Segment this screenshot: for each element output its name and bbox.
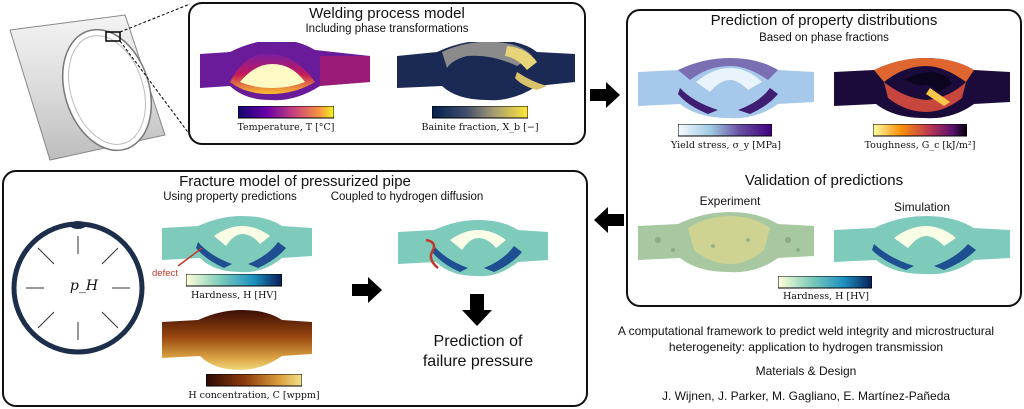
- authors: J. Wijnen, J. Parker, M. Gagliano, E. Ma…: [661, 389, 951, 403]
- bainite-field: [397, 42, 575, 101]
- arrow-down-icon: [462, 294, 492, 326]
- pipe-illustration: [9, 3, 190, 161]
- temperature-colorbar: [238, 106, 334, 119]
- experiment-micrograph: [638, 212, 814, 273]
- validation-title: Validation of predictions: [744, 172, 904, 189]
- validation-hardness-colorbar: [778, 276, 872, 289]
- toughness-colorbar: [873, 124, 967, 137]
- paper-title-line2: heterogeneity: application to hydrogen t…: [668, 340, 944, 354]
- failure-pressure-result: Prediction of failure pressure: [408, 332, 548, 372]
- journal-name: Materials & Design: [755, 364, 857, 378]
- hydrogen-colorbar: [206, 374, 302, 387]
- fracture-sub1: Using property predictions: [163, 191, 297, 203]
- arrow-right-icon: [352, 277, 382, 303]
- toughness-field: [834, 58, 1010, 119]
- yield-stress-colorbar-label: Yield stress, σ_y [MPa]: [671, 140, 781, 151]
- hydrogen-concentration-field: [162, 310, 312, 370]
- fracture-title: Fracture model of pressurized pipe: [179, 173, 411, 190]
- result-line1: Prediction of: [433, 333, 523, 350]
- bainite-colorbar-label: Bainite fraction, X_b [−]: [421, 122, 539, 133]
- crack-simulation-field: [398, 220, 548, 277]
- property-title: Prediction of property distributions: [710, 12, 938, 29]
- simulation-label: Simulation: [893, 200, 951, 214]
- fracture-hardness-field: [162, 216, 312, 273]
- yield-stress-field: [638, 58, 814, 119]
- pressurized-pipe-diagram: [11, 221, 145, 355]
- pressure-label: p_H: [69, 278, 99, 294]
- fracture-hardness-colorbar: [186, 274, 282, 287]
- welding-title: Welding process model: [309, 5, 465, 22]
- fracture-hardness-colorbar-label: Hardness, H [HV]: [191, 290, 277, 301]
- temperature-field: [200, 42, 370, 101]
- validation-hardness-colorbar-label: Hardness, H [HV]: [783, 291, 869, 302]
- defect-pointer: [177, 247, 203, 267]
- experiment-label: Experiment: [699, 194, 761, 208]
- toughness-colorbar-label: Toughness, G_c [kJ/m²]: [864, 140, 976, 151]
- arrow-right-icon: [590, 82, 620, 108]
- property-subtitle: Based on phase fractions: [759, 32, 889, 44]
- crack-path: [425, 238, 439, 269]
- hydrogen-colorbar-label: H concentration, C [wppm]: [188, 390, 320, 401]
- welding-subtitle: Including phase transformations: [305, 23, 469, 35]
- weld-zoom-box: [105, 31, 121, 42]
- fracture-panel: [2, 170, 588, 407]
- paper-title-line1: A computational framework to predict wel…: [617, 324, 995, 338]
- simulation-field: [834, 216, 1010, 275]
- result-line2: failure pressure: [422, 353, 534, 370]
- fracture-sub2: Coupled to hydrogen diffusion: [330, 191, 484, 203]
- defect-label: defect: [152, 268, 178, 279]
- bainite-colorbar: [432, 106, 528, 119]
- temperature-colorbar-label: Temperature, T [°C]: [237, 122, 335, 133]
- yield-stress-colorbar: [678, 124, 772, 137]
- arrow-left-icon: [594, 207, 624, 233]
